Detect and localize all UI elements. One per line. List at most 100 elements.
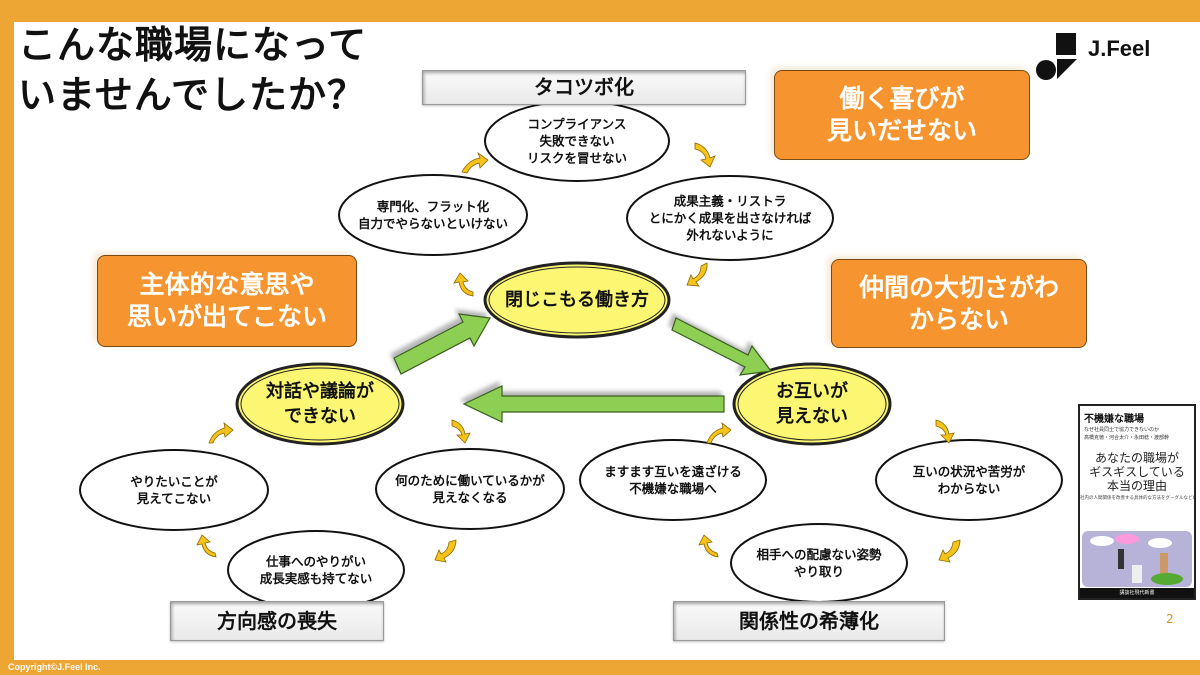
cycle-arrow-icon (938, 539, 961, 563)
core-text-no-dialogue: 対話や議論が できない (266, 379, 374, 429)
logo-mark-icon (1036, 33, 1077, 80)
core-text-cant-see: お互いが 見えない (776, 379, 848, 429)
node-consideration: 相手への配慮ない姿勢 やり取り (756, 546, 881, 580)
node-line: わからない (937, 481, 1001, 496)
book-headline-line: 本当の理由 (1106, 479, 1167, 493)
node-line: ますます互いを遠ざける (604, 464, 742, 479)
core-line: お互いが (776, 381, 848, 402)
cycle-ellipses (79, 100, 1063, 610)
node-compliance: コンプライアンス 失敗できない リスクを冒せない (527, 116, 627, 167)
cycle-arrow-icon (196, 534, 217, 558)
green-arrow-down-right (671, 317, 773, 376)
callout-colleagues: 仲間の大切さがわ からない (831, 259, 1087, 348)
book-cover: 不機嫌な職場 なぜ社員同士で協力できないのか 高橋克徳・河合太介・永田稔・渡部幹… (1078, 404, 1196, 600)
group-label-takotsubo: タコツボ化 (422, 70, 746, 105)
group-label-direction-loss: 方向感の喪失 (170, 601, 384, 641)
node-line: 何のために働いているかが (395, 473, 545, 488)
jfeel-logo: J.Feel (1034, 30, 1174, 90)
book-subtitle: なぜ社員同士で協力できないのか (1084, 427, 1160, 433)
node-results: 成果主義・リストラ とにかく成果を出さなければ 外れないように (649, 193, 812, 244)
node-line: 見えなくなる (432, 490, 508, 505)
title-line-2: いませんでしたか？ (18, 73, 366, 117)
callout-line: 仲間の大切さがわ (858, 272, 1059, 302)
core-line: できない (284, 406, 356, 427)
ellipse-situation (875, 439, 1063, 521)
callout-initiative: 主体的な意思や 思いが出てこない (97, 255, 357, 347)
node-line: やり取り (793, 564, 845, 579)
group-label-text: 関係性の希薄化 (739, 609, 879, 633)
node-line: やりたいことが (130, 474, 218, 489)
node-line: 仕事へのやりがい (265, 554, 367, 569)
node-purpose: 何のために働いているかが 見えなくなる (395, 472, 545, 506)
cycle-arrow-icon (706, 422, 732, 444)
node-situation: 互いの状況や苦労が わからない (913, 463, 1026, 497)
core-text-closed-work: 閉じこもる働き方 (505, 288, 649, 313)
node-distance: ますます互いを遠ざける 不機嫌な職場へ (604, 463, 742, 497)
book-headline-line: ギスギスしている (1089, 465, 1185, 479)
core-no-dialogue (235, 362, 405, 446)
group-label-relationship-thinning: 関係性の希薄化 (673, 601, 945, 641)
cycle-arrow-icon (698, 534, 719, 558)
cycle-arrow-icon (461, 151, 489, 174)
cycle-arrows (196, 142, 961, 563)
node-line: リスクを冒せない (526, 150, 628, 166)
node-line: 外れないように (686, 227, 774, 243)
book-blurb: 社内の人間関係を改善する具体的な方法をグーグルなどの事例もあげて論じます (1080, 496, 1194, 501)
callout-line: 見いだせない (826, 116, 977, 145)
node-line: 不機嫌な職場へ (629, 481, 717, 496)
callout-joy: 働く喜びが 見いだせない (774, 70, 1030, 160)
callout-line: からない (908, 304, 1009, 334)
node-line: 成果主義・リストラ (673, 193, 787, 209)
cycle-arrow-icon (208, 422, 234, 444)
book-illustration (1082, 531, 1192, 587)
cycle-arrow-icon (935, 419, 955, 444)
ellipse-results (626, 175, 834, 261)
ellipse-distance (579, 439, 767, 521)
core-cant-see-each-other (732, 362, 892, 446)
logo-text: J.Feel (1088, 36, 1151, 61)
book-authors: 高橋克徳・河合太介・永田稔・渡部幹 (1084, 435, 1170, 441)
core-line: 見えない (776, 406, 848, 427)
group-label-text: タコツボ化 (534, 75, 634, 99)
node-line: 失敗できない (539, 133, 615, 149)
cycle-arrow-icon (686, 262, 708, 287)
core-ellipses (235, 261, 892, 446)
node-line: 相手への配慮ない姿勢 (756, 547, 882, 562)
green-arrow-up-right (393, 313, 491, 375)
core-line: 対話や議論が (266, 381, 374, 402)
ellipse-specialization (338, 174, 528, 256)
page-number: 2 (1166, 612, 1174, 626)
node-specialization: 専門化、フラット化 自力でやらないといけない (358, 198, 508, 232)
node-want-to-do: やりたいことが 見えてこない (130, 473, 218, 507)
ellipse-purpose (375, 448, 565, 530)
slide-title: こんな職場になって いませんでしたか？ (18, 20, 367, 120)
node-line: 成長実感も持てない (259, 571, 373, 586)
node-line: コンプライアンス (527, 116, 627, 132)
book-title: 不機嫌な職場 (1084, 414, 1144, 425)
title-line-1: こんな職場になって (18, 23, 368, 67)
cycle-arrow-icon (451, 419, 471, 444)
node-line: 専門化、フラット化 (376, 199, 490, 214)
callout-line: 主体的な意思や (139, 270, 315, 299)
ellipse-want-to-do (79, 449, 269, 531)
node-line: 互いの状況や苦労が (912, 464, 1026, 479)
callout-line: 働く喜びが (839, 84, 965, 113)
cycle-arrow-icon (453, 272, 474, 297)
book-publisher: 講談社現代新書 (1080, 588, 1194, 598)
group-label-text: 方向感の喪失 (217, 609, 337, 633)
copyright: Copyright©J.Feel Inc. (8, 662, 101, 672)
green-arrow-left (462, 385, 725, 423)
core-closed-work (483, 261, 671, 339)
cycle-arrow-icon (434, 539, 457, 563)
book-headline: あなたの職場が ギスギスしている 本当の理由 (1080, 451, 1194, 493)
node-motivation: 仕事へのやりがい 成長実感も持てない (260, 553, 373, 587)
node-line: とにかく成果を出さなければ (648, 210, 812, 226)
core-line: 閉じこもる働き方 (505, 289, 649, 311)
illustration-icon (1090, 534, 1183, 585)
node-line: 見えてこない (136, 491, 212, 506)
book-headline-line: あなたの職場が (1094, 451, 1179, 465)
cycle-arrow-icon (694, 142, 716, 168)
callout-line: 思いが出てこない (126, 302, 327, 331)
node-line: 自力でやらないといけない (357, 216, 509, 231)
